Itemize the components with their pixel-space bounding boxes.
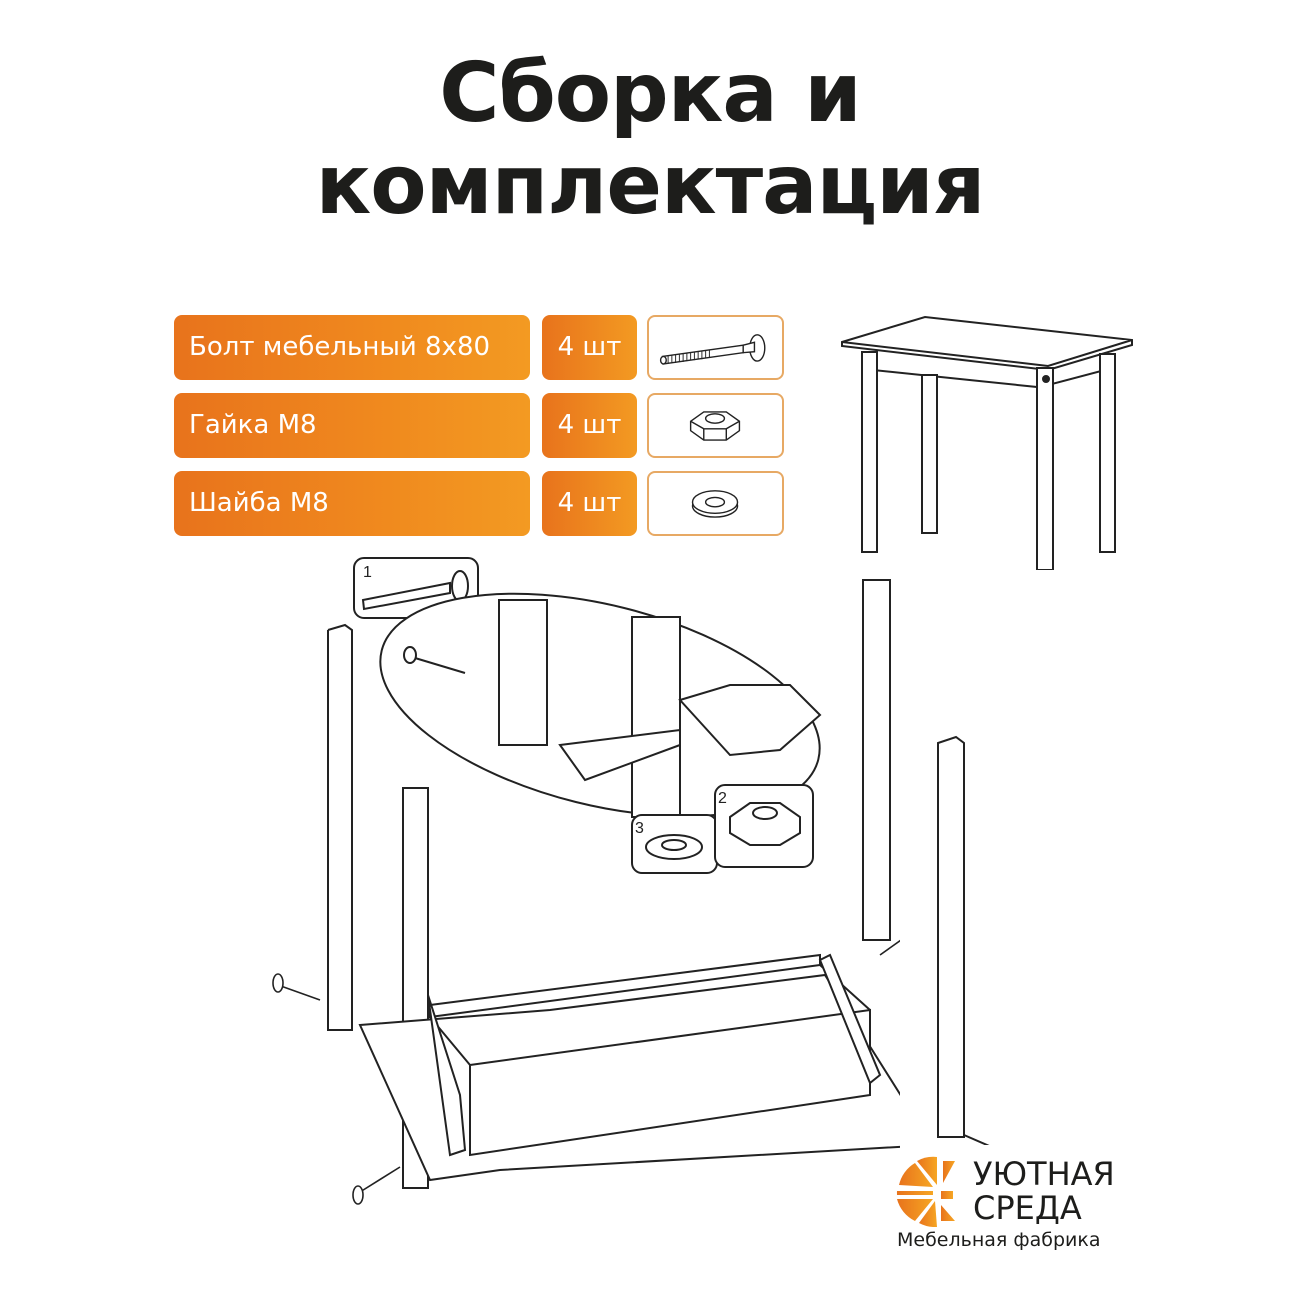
callout-number: 1	[363, 564, 372, 581]
brand-line-2: СРЕДА	[973, 1189, 1082, 1227]
brand-logo: УЮТНАЯ СРЕДА Мебельная фабрика	[895, 1155, 1135, 1255]
washer-icon	[647, 471, 784, 536]
brand-tagline: Мебельная фабрика	[897, 1229, 1101, 1251]
bolt-icon	[647, 315, 784, 380]
page-title: Сборка и комплектация	[0, 48, 1300, 232]
hex-nut-icon	[647, 393, 784, 458]
assembly-diagram: 1 2 3	[272, 557, 900, 1205]
part-qty: 4 шт	[542, 471, 637, 536]
callout-number: 3	[635, 820, 644, 837]
title-line-1: Сборка и	[439, 46, 861, 141]
sun-logo-icon	[896, 1156, 955, 1227]
part-qty: 4 шт	[542, 393, 637, 458]
part-name: Шайба М8	[174, 471, 530, 536]
assembled-table-illustration	[841, 315, 1133, 570]
title-line-2: комплектация	[315, 138, 986, 233]
leg-illustration	[937, 735, 990, 1145]
part-name: Болт мебельный 8х80	[174, 315, 530, 380]
brand-line-1: УЮТНАЯ	[973, 1155, 1115, 1193]
brand-name: УЮТНАЯ СРЕДА	[973, 1157, 1115, 1225]
part-qty: 4 шт	[542, 315, 637, 380]
part-name: Гайка М8	[174, 393, 530, 458]
callout-number: 2	[718, 790, 727, 807]
